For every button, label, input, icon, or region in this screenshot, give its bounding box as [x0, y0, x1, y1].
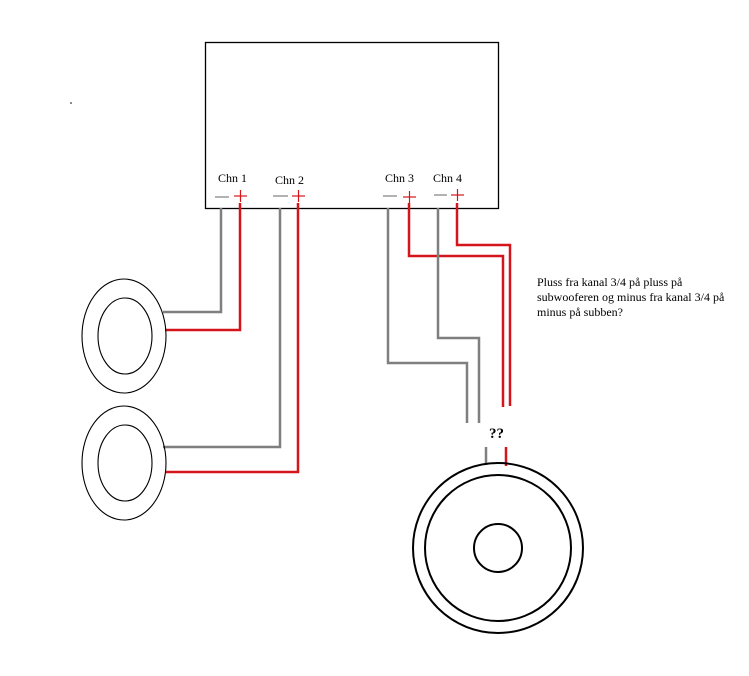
chn1-positive-wire — [165, 203, 242, 332]
chn3-label: Chn 3 — [385, 171, 414, 185]
chn4-label: Chn 4 — [433, 171, 462, 185]
question-marks: ?? — [489, 426, 504, 442]
chn1-negative-wire — [163, 208, 223, 314]
chn3-plus-icon — [403, 191, 416, 203]
question-note: Pluss fra kanal 3/4 på pluss på subwoofe… — [537, 275, 725, 319]
terminals — [215, 189, 464, 203]
chn2-positive-wire — [165, 203, 300, 474]
chn3-positive-wire — [407, 203, 505, 407]
chn3-negative-wire — [386, 208, 469, 423]
speaker-2 — [81, 405, 167, 521]
chn2-negative-wire — [163, 208, 282, 449]
chn4-negative-wire — [436, 208, 481, 423]
chn1-plus-icon — [234, 190, 247, 202]
stray-dot — [70, 102, 72, 104]
chn4-positive-wire — [455, 203, 512, 406]
subwoofer — [412, 462, 584, 634]
speaker-1 — [81, 278, 167, 394]
chn2-plus-icon — [292, 190, 305, 202]
chn1-label: Chn 1 — [218, 171, 247, 185]
amplifier-box — [204, 41, 500, 210]
chn2-label: Chn 2 — [275, 173, 304, 187]
chn4-plus-icon — [451, 189, 464, 201]
